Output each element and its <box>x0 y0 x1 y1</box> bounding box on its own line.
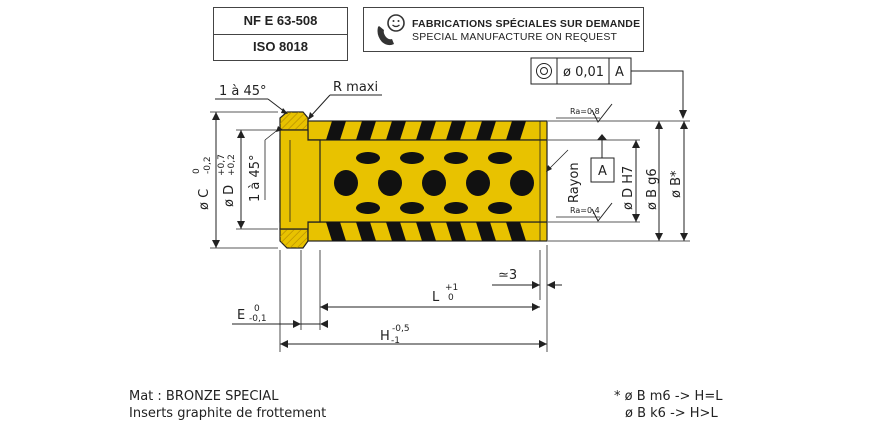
graphite-inserts-top <box>326 121 526 140</box>
phone-smile-icon <box>377 14 405 46</box>
special-manufacture-box: FABRICATIONS SPÉCIALES SUR DEMANDE SPECI… <box>363 7 644 52</box>
svg-text:-0,2: -0,2 <box>203 156 213 174</box>
svg-text:0: 0 <box>448 293 454 303</box>
tolerance-frame: ø 0,01 A <box>530 57 687 119</box>
special-manufacture-en: SPECIAL MANUFACTURE ON REQUEST <box>412 31 618 43</box>
dimension-h: H -0,5 -1 <box>280 324 547 348</box>
roughness-top: Ra=0,8 <box>556 103 613 123</box>
svg-text:+0,7: +0,7 <box>217 154 227 176</box>
svg-text:A: A <box>598 164 607 179</box>
radius-callout: R maxi <box>308 80 382 120</box>
dimension-dia-c: ø C 0 -0,2 <box>192 111 278 249</box>
svg-text:ø D H7: ø D H7 <box>621 166 636 210</box>
svg-text:≃3: ≃3 <box>498 268 517 283</box>
svg-text:ø D: ø D <box>222 185 237 207</box>
inserts-note: Inserts graphite de frottement <box>129 406 327 421</box>
graphite-inserts-bottom <box>326 222 526 241</box>
dimension-l: L +1 0 <box>320 283 540 311</box>
svg-text:0: 0 <box>192 168 202 174</box>
svg-text:E: E <box>237 308 245 323</box>
dimension-dia-d-h7: ø D H7 <box>548 139 640 223</box>
dimension-approx3: ≃3 <box>492 268 562 289</box>
svg-text:-1: -1 <box>391 336 400 346</box>
dimension-dia-b-star: ø B* <box>664 120 690 242</box>
concentricity-icon <box>536 63 552 79</box>
tolerance-datum: A <box>615 65 624 80</box>
svg-text:ø B g6: ø B g6 <box>645 168 660 210</box>
svg-text:ø C: ø C <box>197 189 212 210</box>
svg-text:H: H <box>380 329 390 344</box>
fit-note-k6: ø B k6 -> H>L <box>625 406 718 421</box>
svg-text:+1: +1 <box>445 283 458 293</box>
material-note: Mat : BRONZE SPECIAL <box>129 389 279 404</box>
bushing-body <box>279 111 548 249</box>
ra-bottom-label: Ra=0,4 <box>570 206 600 215</box>
svg-text:0: 0 <box>254 304 260 314</box>
dimension-dia-b-g6: ø B g6 <box>548 120 664 242</box>
standards-divider <box>214 34 347 35</box>
graphite-inserts-bore <box>334 152 534 214</box>
svg-text:L: L <box>432 290 440 305</box>
chamfer-label: 1 à 45° <box>219 84 267 99</box>
standard-iso: ISO 8018 <box>253 39 308 54</box>
dimension-dia-d: ø D +0,7 +0,2 <box>217 129 278 230</box>
rayon-callout: Rayon <box>546 149 582 203</box>
standards-box: NF E 63-508 ISO 8018 <box>213 7 348 61</box>
svg-text:Rayon: Rayon <box>567 162 582 203</box>
inner-chamfer-callout: 1 à 45° <box>248 126 283 202</box>
datum-box: A <box>590 134 615 183</box>
dimension-e: E 0 -0,1 <box>232 304 328 328</box>
svg-text:-0,1: -0,1 <box>249 314 267 324</box>
svg-text:1 à 45°: 1 à 45° <box>248 154 263 202</box>
svg-text:ø B*: ø B* <box>669 170 684 198</box>
standard-nf: NF E 63-508 <box>243 13 318 28</box>
special-manufacture-fr: FABRICATIONS SPÉCIALES SUR DEMANDE <box>412 18 641 30</box>
tolerance-value: ø 0,01 <box>563 65 604 80</box>
roughness-bottom: Ra=0,4 <box>556 202 613 222</box>
ra-top-label: Ra=0,8 <box>570 107 600 116</box>
svg-text:+0,2: +0,2 <box>227 154 237 176</box>
svg-text:-0,5: -0,5 <box>392 324 410 334</box>
chamfer-callout: 1 à 45° <box>215 84 288 114</box>
radius-label: R maxi <box>333 80 378 95</box>
extension-lines-bottom <box>279 245 548 352</box>
fit-note-m6: * ø B m6 -> H=L <box>614 389 723 404</box>
